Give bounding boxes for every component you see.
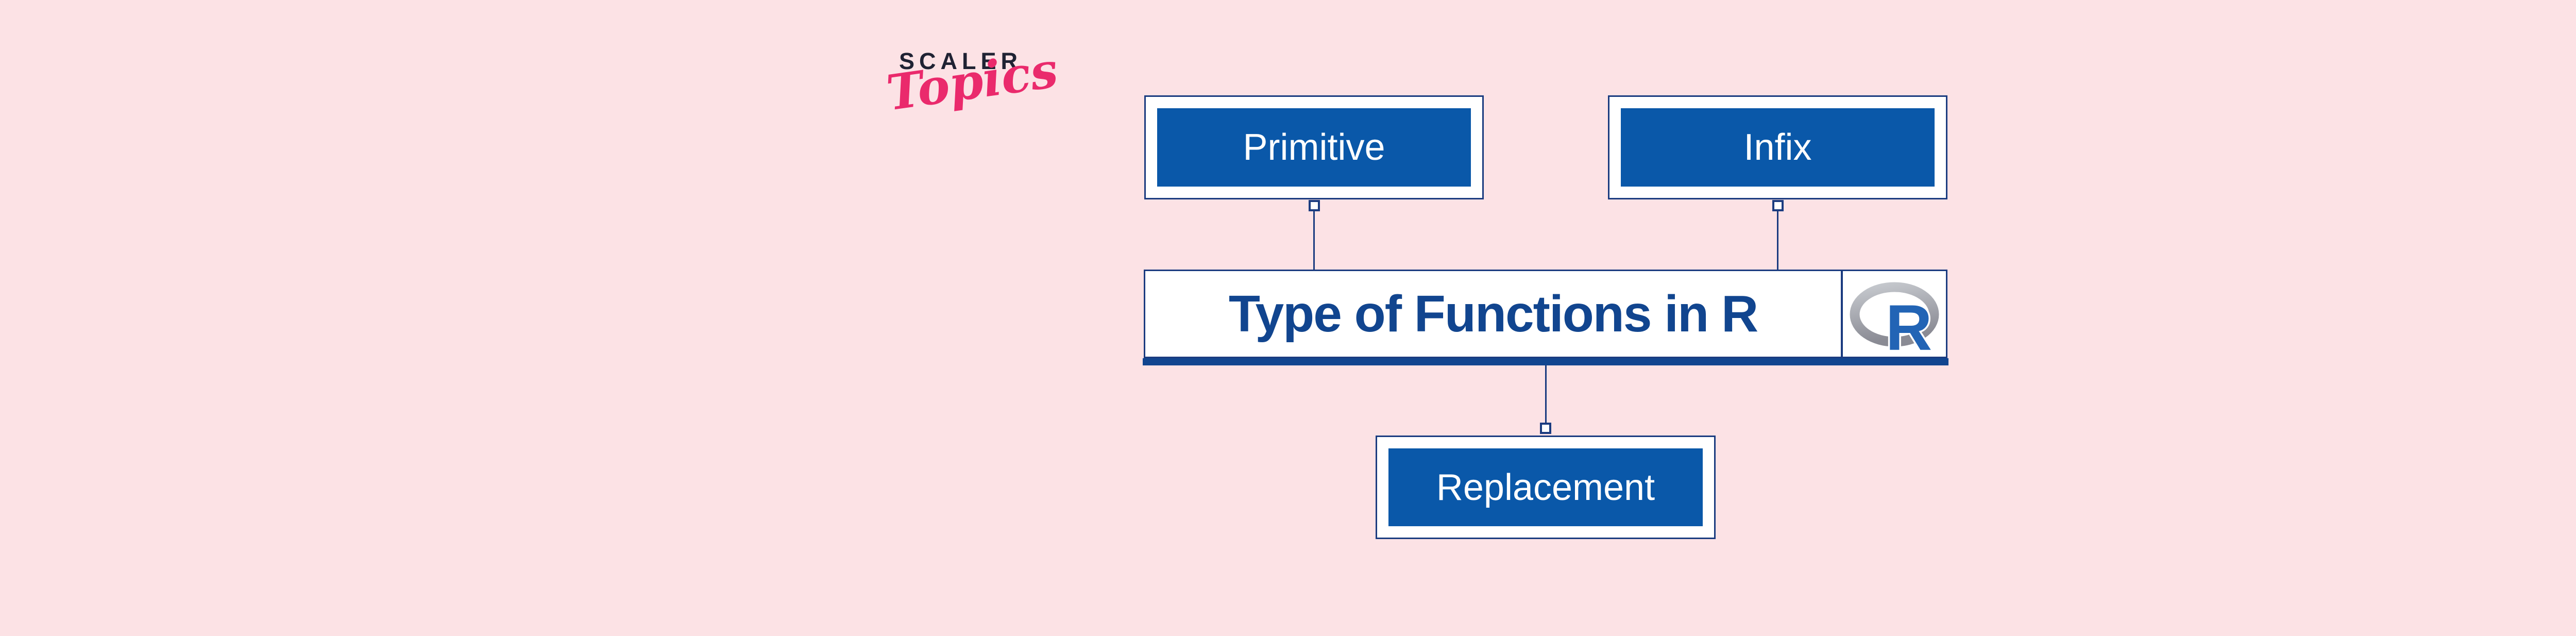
node-primitive-label: Primitive	[1243, 127, 1385, 168]
node-infix-label: Infix	[1743, 127, 1812, 168]
connector-square-primitive	[1309, 200, 1320, 211]
node-primitive: Primitive	[1144, 95, 1484, 199]
r-logo-ring	[1850, 282, 1939, 347]
main-title-box: Type of Functions in R R	[1144, 270, 1947, 358]
connector-line-primitive	[1313, 211, 1315, 271]
r-logo-letter: R	[1886, 292, 1932, 355]
scaler-logo-text: SCALER	[899, 48, 1023, 74]
node-infix-fill: Infix	[1621, 108, 1935, 187]
connector-square-replacement	[1540, 423, 1551, 434]
r-logo-cell: R	[1841, 271, 1946, 357]
node-primitive-fill: Primitive	[1157, 108, 1471, 187]
connector-line-infix	[1777, 211, 1778, 271]
node-infix: Infix	[1608, 95, 1947, 199]
main-box-bottom-bar	[1143, 358, 1948, 365]
node-replacement-fill: Replacement	[1388, 448, 1703, 526]
node-replacement: Replacement	[1376, 436, 1716, 539]
page-title: Type of Functions in R	[1228, 284, 1758, 343]
main-title-cell: Type of Functions in R	[1145, 271, 1841, 357]
r-language-logo-icon: R	[1850, 282, 1939, 355]
connector-square-infix	[1772, 200, 1784, 211]
connector-line-replacement	[1545, 365, 1547, 423]
node-replacement-label: Replacement	[1436, 466, 1655, 508]
